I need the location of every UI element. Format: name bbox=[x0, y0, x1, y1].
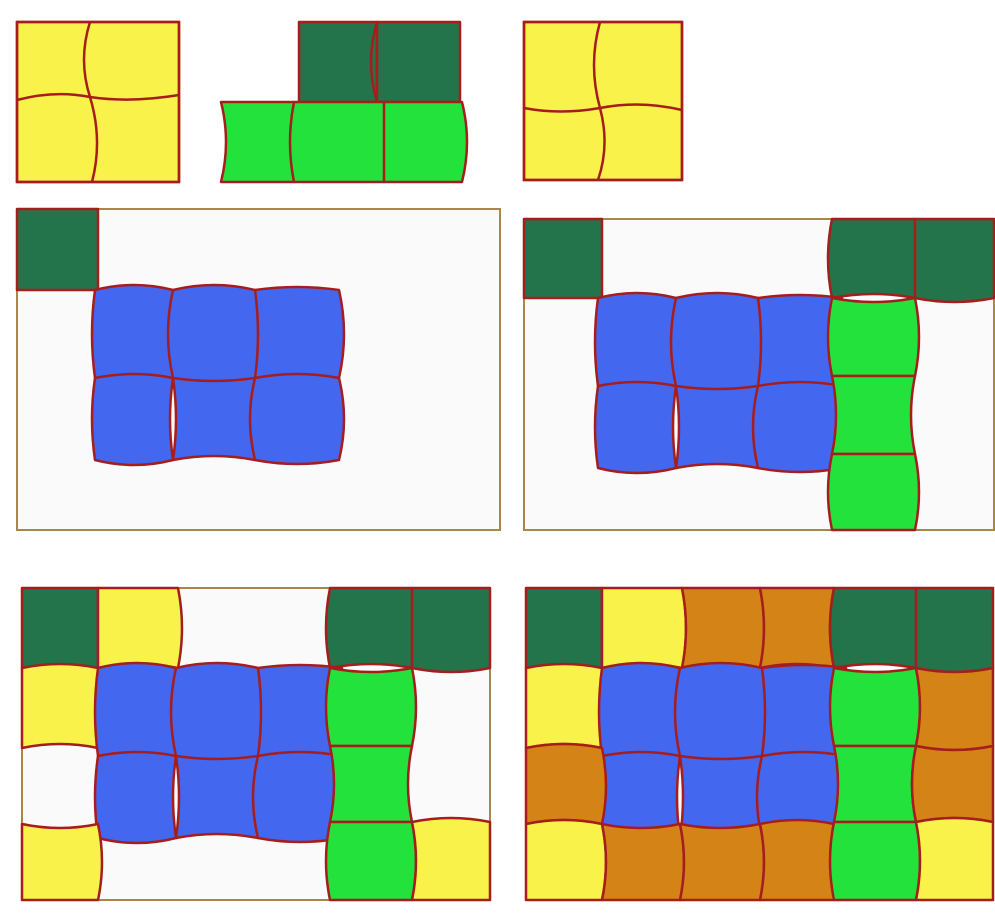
dark-green-tile bbox=[524, 219, 602, 298]
step-1-board bbox=[17, 209, 500, 530]
orange-tile bbox=[602, 824, 684, 900]
dark-green-tile bbox=[916, 588, 993, 672]
light-green-tile bbox=[384, 102, 467, 182]
blue-tile bbox=[255, 287, 344, 378]
step-4-board bbox=[526, 588, 993, 900]
dark-green-tile bbox=[828, 219, 915, 298]
blue-tile bbox=[595, 382, 676, 473]
blue-tile bbox=[173, 378, 255, 460]
dark-green-tile bbox=[526, 588, 602, 668]
step-2-board bbox=[524, 219, 994, 530]
yellow-tile bbox=[17, 22, 179, 182]
blue-tile bbox=[95, 752, 176, 843]
light-green-tile bbox=[330, 746, 412, 822]
dark-green-tile bbox=[17, 209, 98, 290]
orange-tile bbox=[916, 668, 993, 750]
step-3-board bbox=[22, 588, 490, 900]
yellow-tile bbox=[98, 588, 182, 668]
blue-tile bbox=[250, 374, 344, 464]
light-green-tile bbox=[832, 376, 915, 454]
blue-tile bbox=[95, 663, 176, 760]
yellow-square-piece-1 bbox=[17, 22, 179, 182]
dark-green-tile bbox=[915, 219, 994, 302]
blue-tile bbox=[676, 386, 758, 468]
light-green-tile bbox=[830, 822, 920, 900]
dark-green-tile bbox=[830, 588, 916, 668]
light-green-tile bbox=[828, 454, 919, 530]
orange-tile bbox=[526, 744, 606, 824]
dark-green-tile bbox=[299, 22, 377, 102]
light-green-tile bbox=[326, 668, 416, 746]
light-green-tile bbox=[221, 102, 298, 182]
blue-tile bbox=[675, 663, 767, 760]
blue-tile bbox=[595, 293, 676, 390]
light-green-tile bbox=[326, 822, 416, 900]
light-green-tile bbox=[830, 668, 920, 746]
orange-tile bbox=[912, 746, 993, 822]
blue-tile bbox=[671, 293, 763, 390]
light-green-tile bbox=[834, 746, 916, 822]
yellow-tile bbox=[526, 820, 606, 900]
yellow-square-piece-2 bbox=[524, 22, 682, 180]
dark-green-tile bbox=[377, 22, 460, 102]
orange-tile bbox=[682, 588, 764, 672]
dark-green-tile bbox=[412, 588, 490, 672]
dark-green-tile bbox=[22, 588, 98, 668]
orange-tile bbox=[680, 824, 764, 900]
yellow-tile bbox=[412, 818, 490, 900]
yellow-tile bbox=[602, 588, 686, 668]
blue-tile bbox=[171, 663, 263, 760]
light-green-tile bbox=[290, 102, 388, 182]
orange-tile bbox=[760, 820, 838, 900]
orange-tile bbox=[760, 588, 834, 668]
yellow-tile bbox=[916, 818, 993, 900]
blue-tile bbox=[176, 756, 258, 838]
dark-green-tile bbox=[326, 588, 412, 668]
blue-tile bbox=[168, 285, 260, 382]
blue-tile bbox=[92, 374, 173, 465]
yellow-tile bbox=[22, 824, 102, 900]
yellow-tile bbox=[526, 664, 606, 748]
light-green-tile bbox=[828, 298, 919, 376]
blue-tile bbox=[92, 285, 173, 382]
blue-tile bbox=[599, 663, 680, 760]
yellow-tile bbox=[22, 664, 102, 748]
